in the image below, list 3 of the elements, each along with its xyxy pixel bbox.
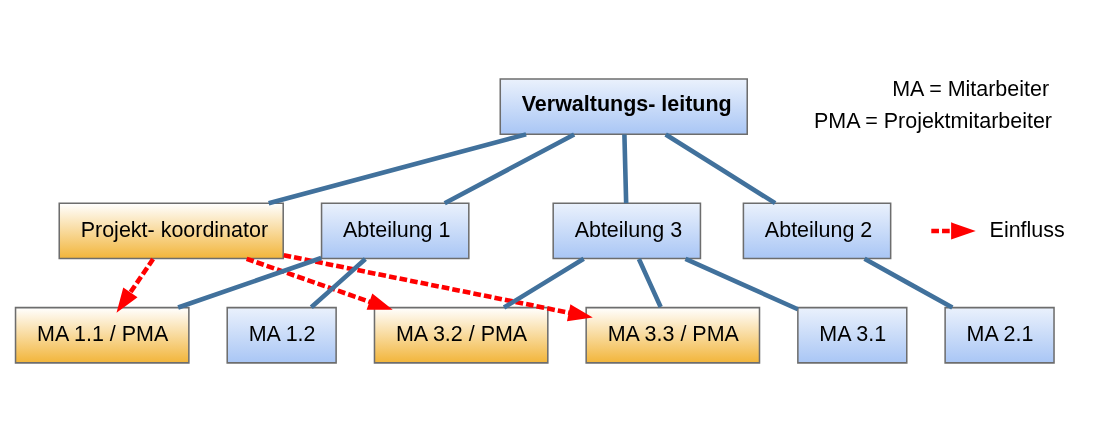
label: PMA = Projektmitarbeiter xyxy=(813,108,1053,133)
legend-label: Einfluss xyxy=(989,217,1065,242)
label: MA = Mitarbeiter xyxy=(892,76,1050,101)
